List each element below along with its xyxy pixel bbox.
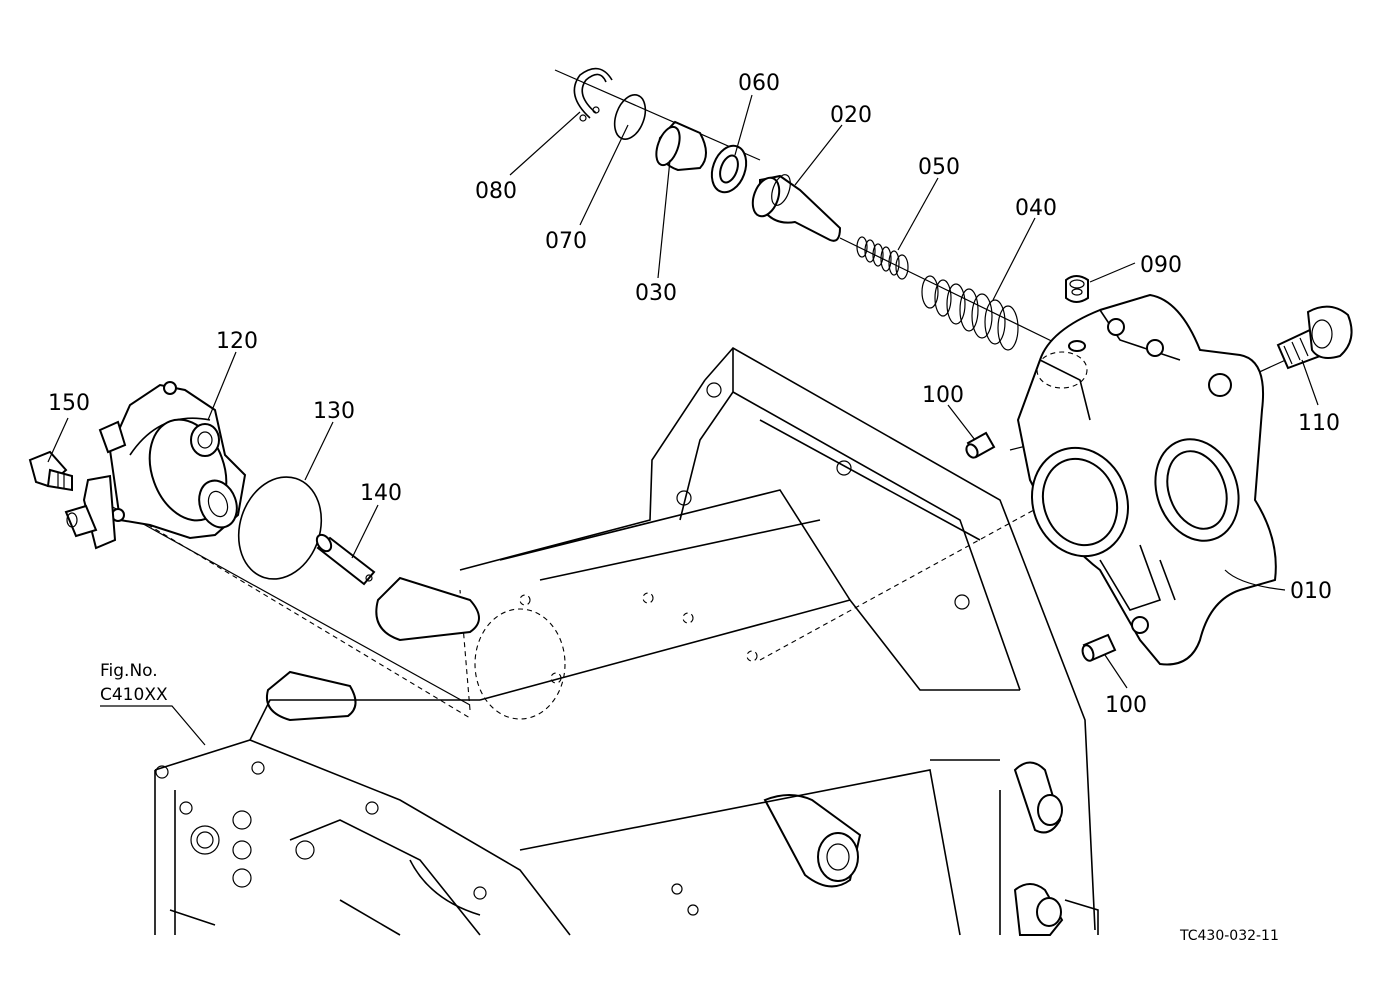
callout-010: 010	[1290, 579, 1332, 604]
leader-lines	[47, 94, 1319, 746]
callout-060: 060	[738, 71, 780, 96]
part-100-pin-upper	[965, 431, 996, 459]
part-060-washer	[710, 144, 748, 194]
callout-100-upper: 100	[922, 383, 964, 408]
part-080-circlip	[573, 67, 613, 122]
part-140-pin	[315, 533, 376, 586]
callout-100-lower: 100	[1105, 693, 1147, 718]
callout-110: 110	[1298, 411, 1340, 436]
fig-no-value: C410XX	[100, 685, 168, 705]
part-090-plug-screw	[1065, 275, 1089, 303]
callout-labels: 080 070 030 060 020 050 040 090 120 150 …	[48, 71, 1340, 718]
part-050-inner-spring	[856, 236, 909, 280]
part-030-plug	[655, 120, 707, 172]
figure-reference: Fig.No. C410XX	[100, 661, 168, 705]
transmission-housing	[154, 346, 1099, 936]
callout-050: 050	[918, 155, 960, 180]
callout-080: 080	[475, 179, 517, 204]
part-100-pin-lower	[1081, 633, 1117, 662]
callout-030: 030	[635, 281, 677, 306]
callout-020: 020	[830, 103, 872, 128]
part-120-cover	[82, 381, 247, 550]
part-110-bolt	[1276, 305, 1353, 370]
part-040-outer-spring	[921, 275, 1019, 351]
callout-150: 150	[48, 391, 90, 416]
callout-120: 120	[216, 329, 258, 354]
part-070-o-ring	[613, 94, 647, 140]
callout-040: 040	[1015, 196, 1057, 221]
callout-090: 090	[1140, 253, 1182, 278]
part-150-fitting	[28, 450, 98, 538]
part-010-valve-body	[1016, 293, 1277, 666]
callout-130: 130	[313, 399, 355, 424]
drawing-code: TC430-032-11	[1179, 928, 1279, 944]
fig-no-label: Fig.No.	[100, 661, 158, 681]
callout-070: 070	[545, 229, 587, 254]
callout-140: 140	[360, 481, 402, 506]
part-020-spool	[751, 174, 842, 242]
